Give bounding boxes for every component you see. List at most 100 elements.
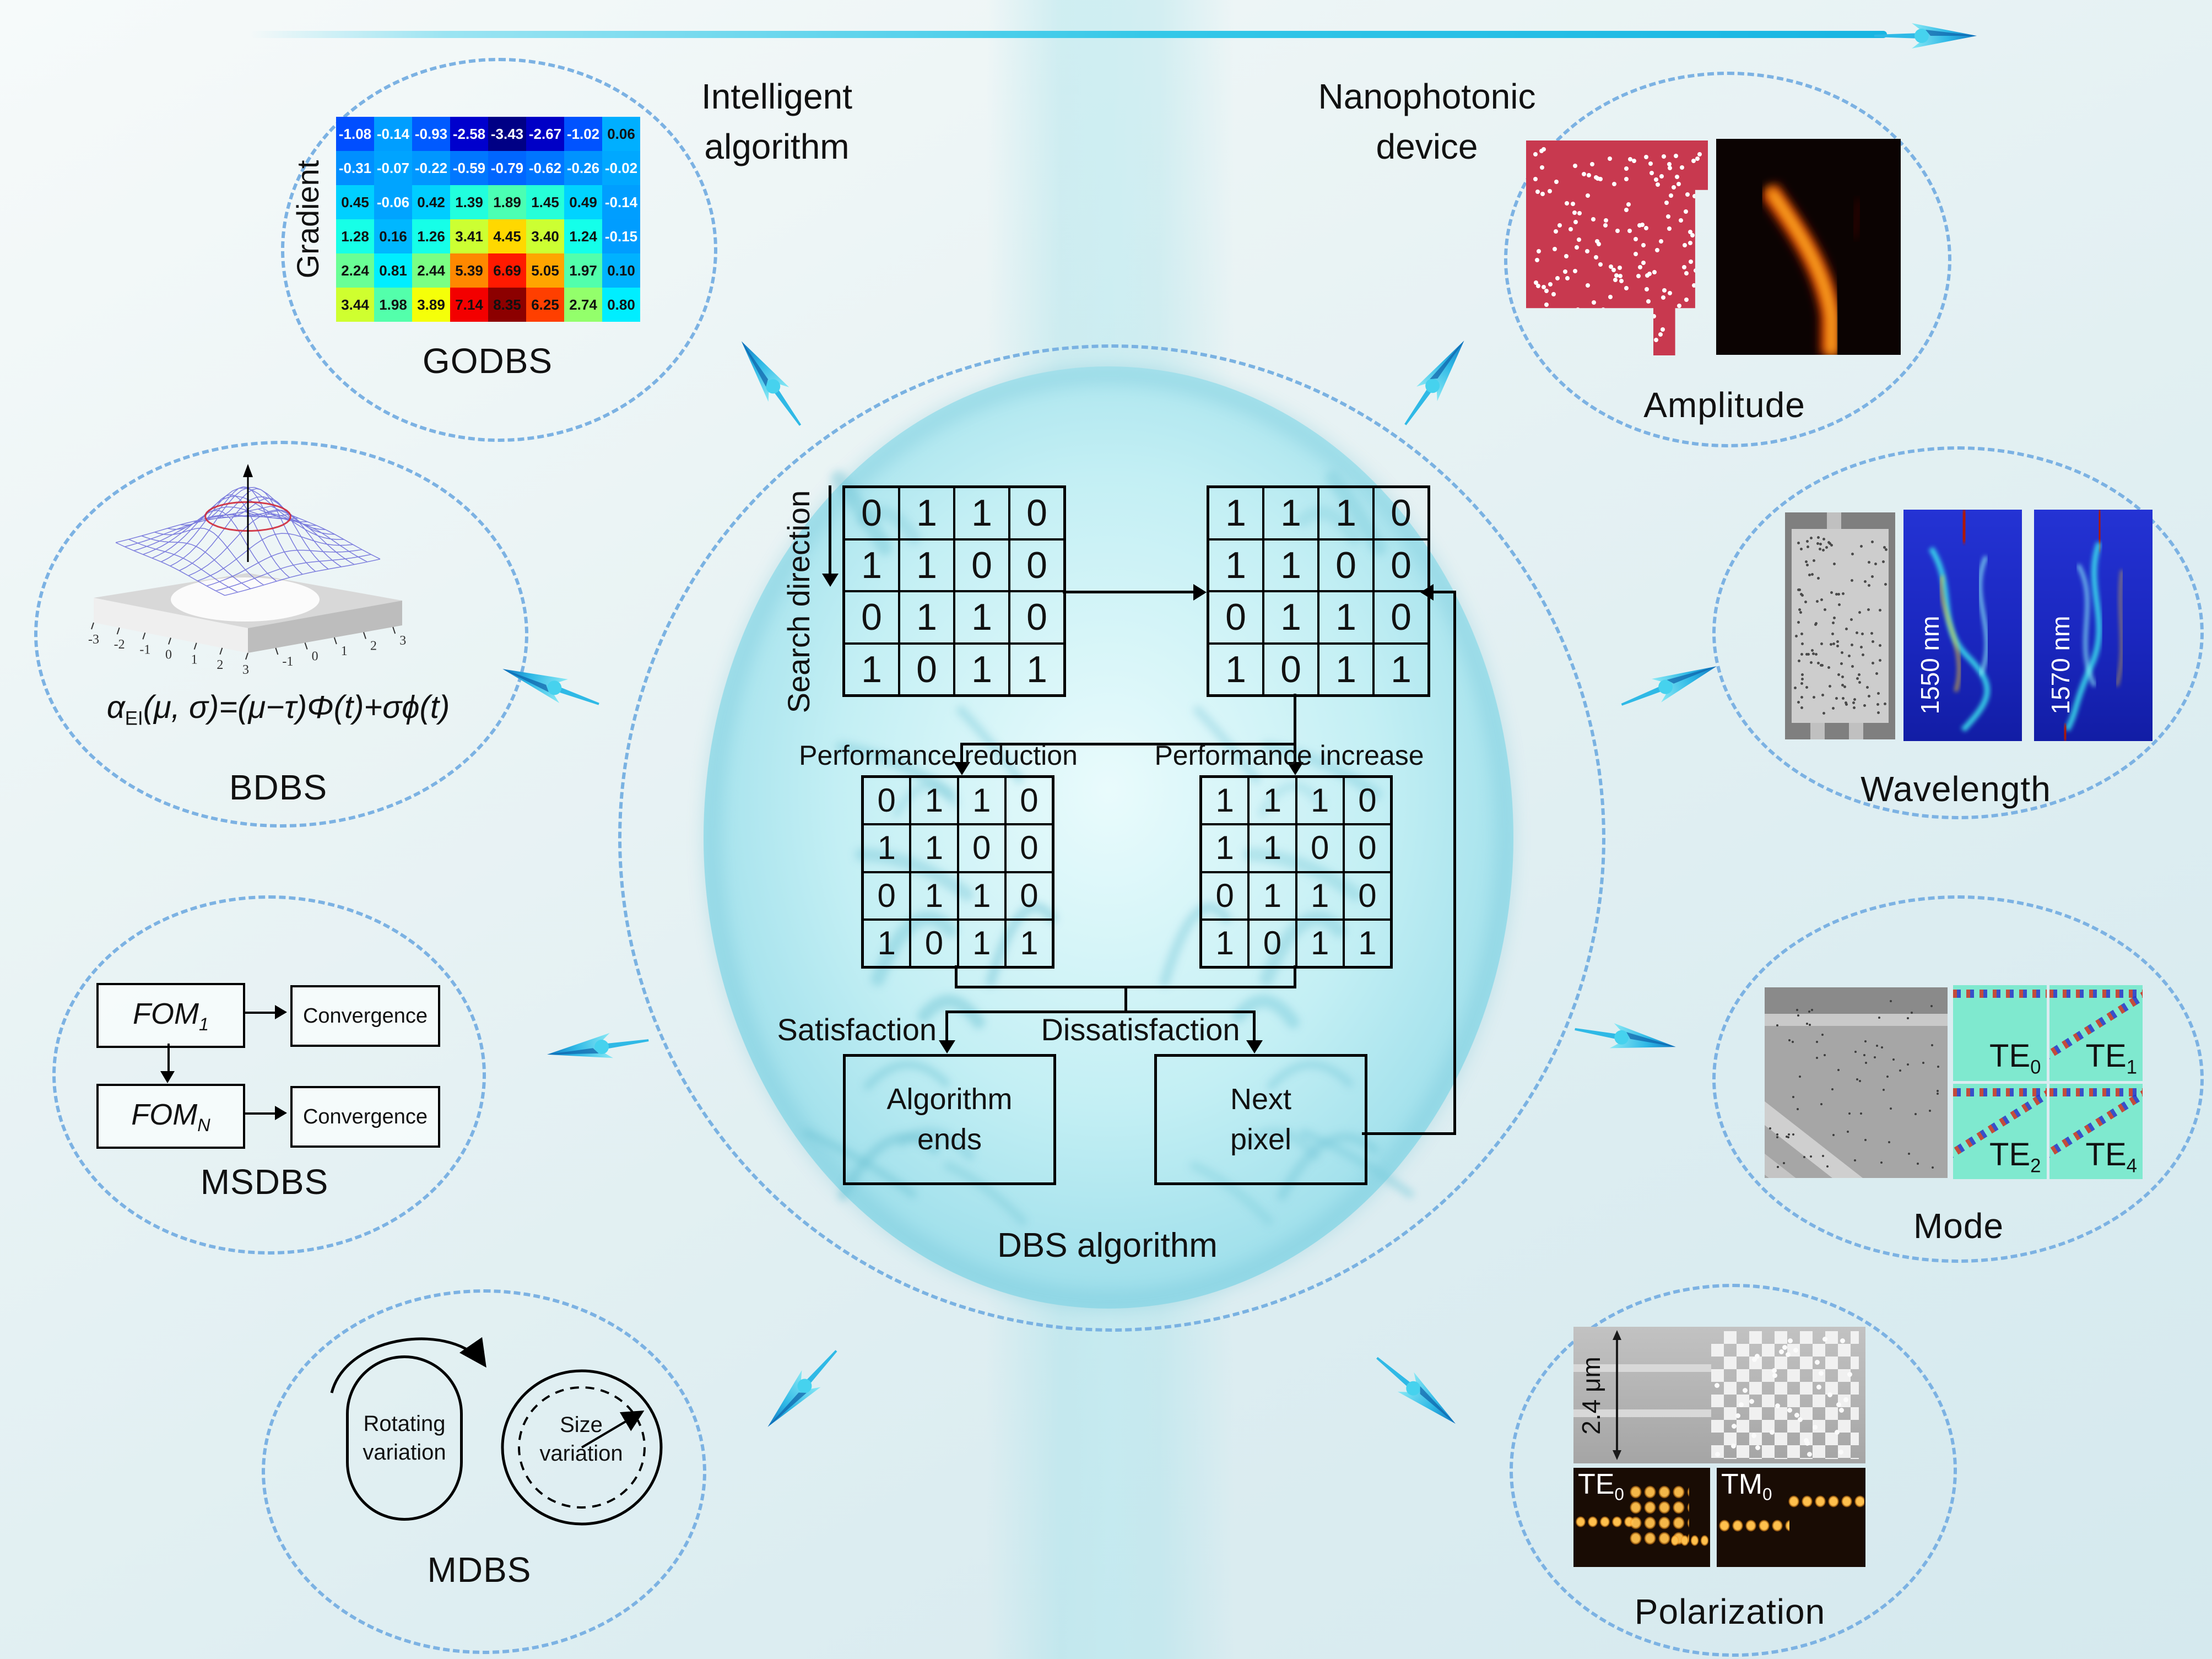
matrix-cell: 0 <box>1373 487 1429 539</box>
texture-dot <box>1830 544 1834 547</box>
texture-dot <box>1714 1382 1719 1388</box>
texture-dot <box>1797 659 1800 662</box>
texture-dot <box>1884 583 1887 586</box>
svg-text:0: 0 <box>165 648 172 662</box>
texture-dot <box>1554 229 1559 234</box>
heatmap-cell: 1.39 <box>450 185 488 219</box>
svg-text:-1: -1 <box>139 642 150 657</box>
texture-dot <box>1937 1066 1939 1068</box>
texture-dot <box>1679 218 1684 223</box>
texture-dot <box>1776 1165 1779 1168</box>
mode-tile-label: TE0 <box>1989 1038 2041 1078</box>
texture-dot <box>1838 1449 1844 1455</box>
matrix-cell: 0 <box>1005 777 1053 825</box>
texture-dot <box>1835 593 1838 596</box>
texture-dot <box>1930 1005 1933 1008</box>
texture-dot <box>1874 563 1877 566</box>
texture-dot <box>1906 1017 1909 1019</box>
texture-dot <box>1836 1402 1841 1407</box>
polarization-ellipse <box>1510 1284 1957 1657</box>
polarization-tm0-panel: TM0 <box>1717 1468 1865 1567</box>
svg-text:1: 1 <box>341 644 348 658</box>
texture-dot <box>1831 622 1835 625</box>
texture-dot <box>1877 711 1880 714</box>
texture-dot <box>1577 210 1582 215</box>
texture-dot <box>1937 1093 1939 1095</box>
matrix-cell: 1 <box>1263 539 1318 591</box>
texture-dot <box>1674 174 1679 179</box>
mdbs-ellipse <box>262 1289 706 1654</box>
texture-dot <box>1800 695 1804 699</box>
msdbs-title: MSDBS <box>200 1162 329 1202</box>
fomN-label: FOMN <box>131 1098 210 1135</box>
texture-dot <box>1800 706 1804 710</box>
texture-dot <box>1854 1159 1857 1162</box>
mdbs-capsule: Rotating variation <box>346 1355 463 1521</box>
texture-dot <box>1662 288 1667 293</box>
texture-dot <box>1624 166 1629 171</box>
fom-chain-arrowhead-icon <box>160 1071 175 1083</box>
svg-text:-3: -3 <box>88 633 99 647</box>
texture-dot <box>1608 264 1613 269</box>
texture-dot <box>1882 1089 1885 1091</box>
texture-dot <box>1667 226 1672 231</box>
matrix-cell: 0 <box>1343 777 1391 825</box>
wavelength-ellipse <box>1712 446 2204 819</box>
texture-dot <box>1540 192 1545 197</box>
field-streak <box>1953 990 2047 998</box>
texture-dot <box>1548 282 1553 287</box>
heatmap-cell: 1.45 <box>526 185 564 219</box>
heatmap-cell: 6.69 <box>488 253 526 288</box>
texture-dot <box>1797 620 1800 624</box>
texture-dot <box>1841 592 1845 596</box>
matrix-cell: 0 <box>1343 872 1391 920</box>
matrix-cell: 1 <box>863 824 911 872</box>
wavelength-sim-1550: 1550 nm <box>1903 510 2022 741</box>
mdbs-title: MDBS <box>427 1550 532 1590</box>
texture-dot <box>1876 703 1879 706</box>
texture-dot <box>1585 248 1590 253</box>
texture-dot <box>1797 701 1800 704</box>
reduction-drop-line <box>960 743 963 766</box>
texture-dot <box>1749 1398 1755 1404</box>
texture-dot <box>1839 1407 1845 1413</box>
texture-dot <box>1837 673 1841 676</box>
texture-dot <box>1783 1162 1786 1165</box>
texture-dot <box>1845 627 1848 630</box>
heatmap-cell: -0.14 <box>374 117 412 151</box>
texture-dot <box>1870 632 1874 635</box>
matrix-cell: 1 <box>910 777 958 825</box>
texture-dot <box>1825 546 1829 549</box>
texture-dot <box>1801 673 1804 677</box>
texture-dot <box>1936 1090 1939 1093</box>
texture-dot <box>1832 617 1836 620</box>
heatmap-cell: 1.98 <box>374 288 412 322</box>
texture-dot <box>1659 174 1664 179</box>
heatmap-cell: 1.24 <box>564 219 602 253</box>
svg-text:3: 3 <box>242 663 249 677</box>
mode-tile-label: TE2 <box>1989 1136 2041 1177</box>
matrix-cell: 1 <box>1208 487 1263 539</box>
texture-dot <box>1692 283 1697 288</box>
texture-dot <box>1674 153 1679 158</box>
field-streak <box>1953 1088 2047 1096</box>
texture-dot <box>1865 1062 1868 1064</box>
texture-dot <box>1842 697 1845 700</box>
texture-dot <box>1768 1127 1771 1130</box>
texture-dot <box>1586 173 1591 178</box>
wavelength-dart-icon <box>1615 651 1724 721</box>
texture-dot <box>1535 284 1540 288</box>
heatmap-cell: 0.49 <box>564 185 602 219</box>
texture-dot <box>1878 1017 1881 1019</box>
merge-left-line <box>955 965 958 988</box>
matrix-cell: 0 <box>1373 539 1429 591</box>
heatmap-cell: -0.31 <box>336 151 374 185</box>
texture-dot <box>1867 561 1870 564</box>
matrix-cell: 1 <box>958 919 1005 967</box>
next-pixel-box: Next pixel <box>1154 1054 1367 1185</box>
texture-dot <box>1739 1402 1744 1407</box>
heatmap-cell: -0.62 <box>526 151 564 185</box>
texture-dot <box>1866 686 1869 689</box>
texture-dot <box>1652 270 1657 275</box>
